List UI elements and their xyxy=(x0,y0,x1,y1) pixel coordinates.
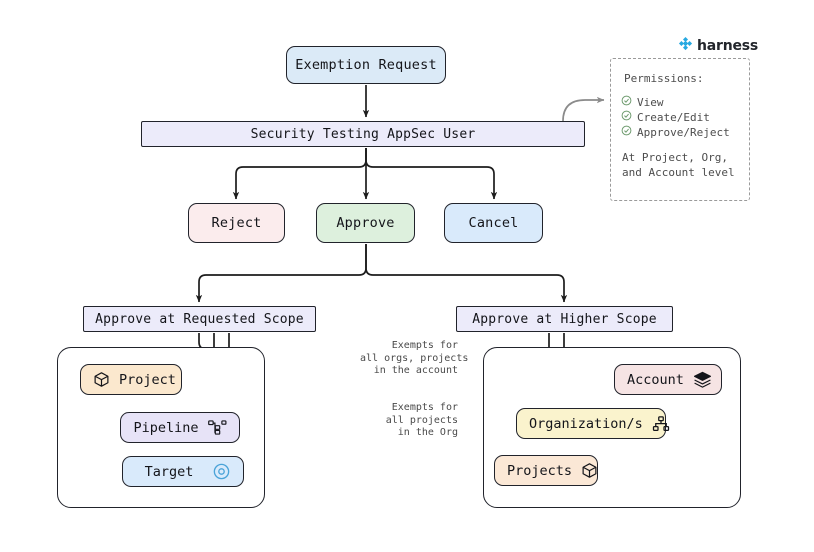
permission-label: Create/Edit xyxy=(637,111,710,124)
permissions-footer-line-2: and Account level xyxy=(622,166,735,179)
harness-brand: harness xyxy=(678,36,758,55)
permissions-footer-line-1: At Project, Org, xyxy=(622,151,728,164)
check-circle-icon xyxy=(621,110,632,125)
edge-label-to-organization: Exempts for all projects in the Org xyxy=(385,402,458,438)
permission-label: View xyxy=(637,96,664,109)
cube-icon xyxy=(93,371,110,388)
permission-item: Approve/Reject xyxy=(621,125,740,140)
org-chart-icon xyxy=(652,415,670,433)
node-label: Organization/s xyxy=(529,415,643,432)
check-circle-icon xyxy=(621,95,632,110)
node-approve-at-higher-scope[interactable]: Approve at Higher Scope xyxy=(456,306,673,332)
node-target[interactable]: Target xyxy=(122,456,244,487)
node-label: Account xyxy=(627,371,684,388)
pipeline-nodes-icon xyxy=(208,419,227,436)
permissions-title: Permissions: xyxy=(624,72,704,85)
layers-stack-icon xyxy=(693,370,712,389)
node-label: Project xyxy=(119,371,176,388)
edge-label-to-account: Exempts for all orgs, projects in the ac… xyxy=(360,340,469,376)
cube-icon xyxy=(581,462,598,479)
node-approve[interactable]: Approve xyxy=(316,203,415,243)
check-circle-icon xyxy=(621,125,632,140)
node-cancel[interactable]: Cancel xyxy=(444,203,543,243)
permission-item: View xyxy=(621,95,740,110)
node-pipeline[interactable]: Pipeline xyxy=(120,412,240,443)
node-organizations[interactable]: Organization/s xyxy=(516,408,669,439)
permissions-panel: Permissions: View Create/Edit xyxy=(610,58,750,201)
node-project[interactable]: Project xyxy=(80,364,182,395)
target-circle-icon xyxy=(212,462,231,481)
node-exemption-request[interactable]: Exemption Request xyxy=(286,46,446,84)
permission-label: Approve/Reject xyxy=(637,126,730,139)
node-projects[interactable]: Projects xyxy=(494,455,598,486)
node-label: Target xyxy=(144,463,194,480)
harness-wordmark: harness xyxy=(697,37,759,54)
harness-diamond-logo-icon xyxy=(678,36,693,55)
permission-item: Create/Edit xyxy=(621,110,740,125)
node-security-testing-appsec-user[interactable]: Security Testing AppSec User xyxy=(141,121,585,147)
permissions-list: View Create/Edit Approve/Reject xyxy=(620,95,740,140)
node-account[interactable]: Account xyxy=(614,364,722,395)
node-label: Projects xyxy=(507,462,573,479)
node-approve-at-requested-scope[interactable]: Approve at Requested Scope xyxy=(83,306,316,332)
node-label: Pipeline xyxy=(133,419,199,436)
node-reject[interactable]: Reject xyxy=(188,203,285,243)
